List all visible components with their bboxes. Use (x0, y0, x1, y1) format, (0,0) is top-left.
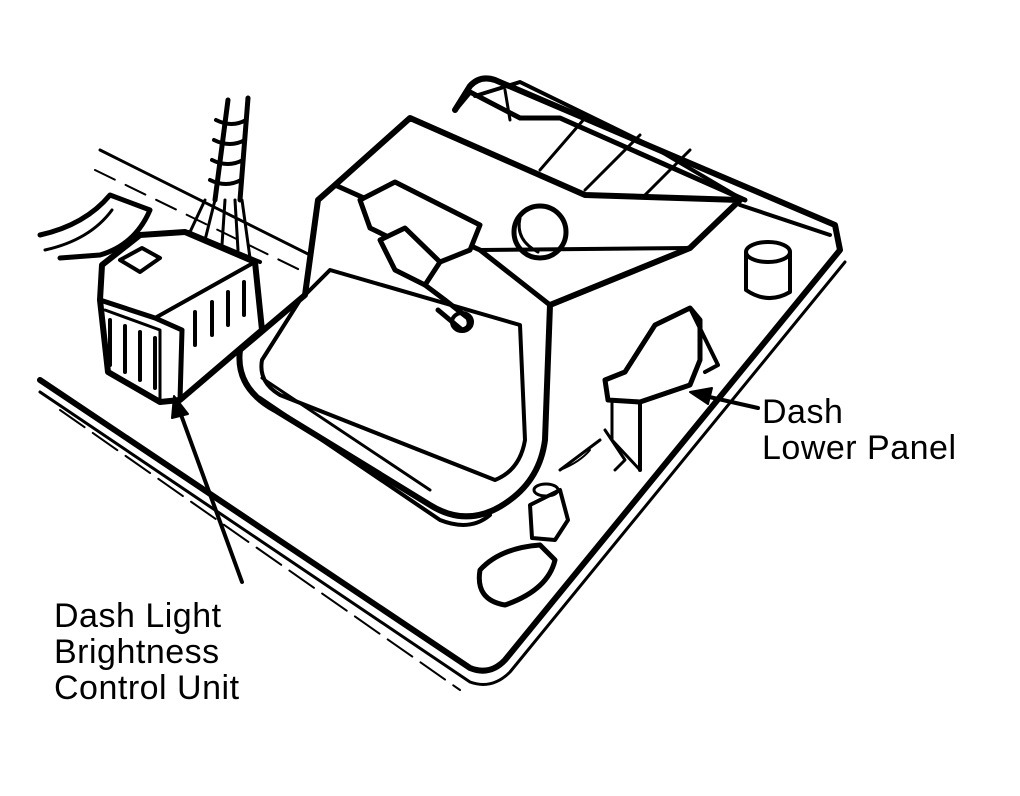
console-switch (357, 179, 483, 333)
leader-line-brightness-unit (171, 395, 244, 584)
dash-lower-panel-label-line2: Lower Panel (762, 429, 957, 467)
brightness-control-unit-label-line3: Control Unit (54, 669, 240, 707)
recessed-tray (259, 268, 527, 482)
dash-lower-panel-label-line1: Dash (762, 393, 844, 431)
brightness-control-unit-label: Dash Light Brightness Control Unit (54, 598, 240, 706)
wiring-harness (186, 95, 262, 264)
brightness-control-unit-label-line1: Dash Light (54, 597, 222, 635)
dashboard-edge (37, 192, 153, 261)
brightness-control-unit (97, 229, 265, 405)
dash-lower-panel-label: Dash Lower Panel (762, 394, 957, 466)
cylinder-knob (744, 240, 792, 300)
front-fasteners (476, 438, 602, 608)
leader-arrow-lower-panel (689, 387, 760, 410)
panel-clip-bracket (602, 305, 720, 472)
brightness-control-unit-label-line2: Brightness (54, 633, 220, 671)
dash-lower-panel-plate (37, 75, 847, 691)
